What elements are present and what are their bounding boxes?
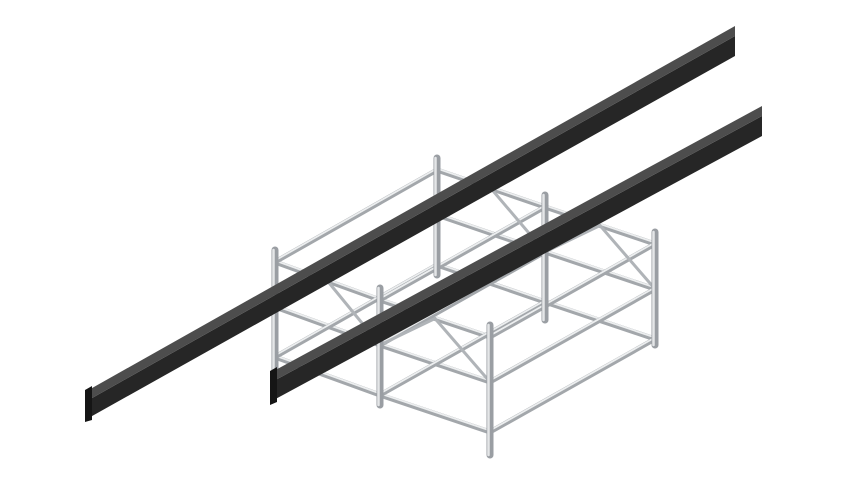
scaffold-rail [272, 167, 440, 265]
scaffold-brace [598, 224, 657, 291]
scaffold-rail-highlight [274, 262, 438, 357]
beam-back-end [85, 386, 92, 422]
scaffold-rail-highlight [379, 392, 491, 432]
scaffold-rail-highlight [544, 249, 656, 289]
scaffold-rail [487, 336, 658, 435]
beam-front-web [270, 116, 762, 402]
scaffold-rail [377, 392, 493, 435]
beam-back-web [85, 36, 735, 420]
scaffold-rail [377, 204, 548, 303]
scaffold-rail-highlight [489, 336, 656, 432]
beam-front-top-flange [270, 106, 762, 383]
beam-back-top-flange [85, 26, 735, 402]
scaffold-rail-highlight [379, 299, 546, 395]
beam-front-end [270, 367, 277, 405]
i-beam-back [85, 26, 735, 422]
scaffold-brace [378, 317, 437, 347]
scaffold-rail-highlight [274, 167, 438, 262]
scaffold-rail [487, 286, 658, 385]
i-beam-front [270, 106, 762, 405]
scaffold-rail-highlight [489, 286, 656, 382]
scaffold-rail [542, 249, 658, 292]
scaffold-brace [433, 317, 492, 384]
